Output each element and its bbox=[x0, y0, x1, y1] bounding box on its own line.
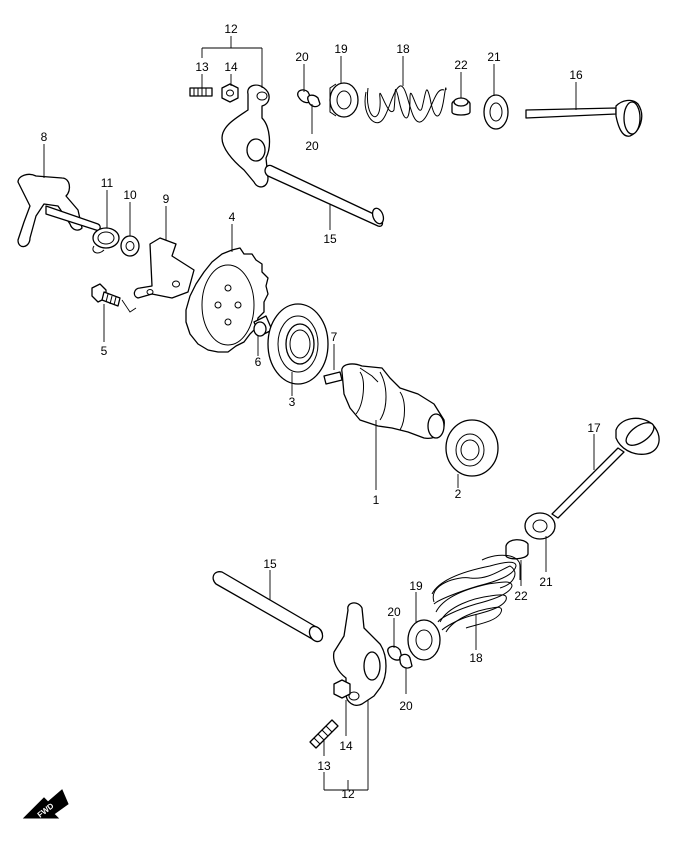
callout-13-bottom: 13 bbox=[317, 759, 331, 773]
adjust-screw-bottom bbox=[309, 719, 339, 749]
cam-sprocket bbox=[185, 247, 269, 353]
dowel-pin bbox=[253, 315, 273, 337]
callout-5: 5 bbox=[101, 344, 108, 358]
callout-20-top-a: 20 bbox=[295, 50, 309, 64]
callout-10: 10 bbox=[123, 188, 137, 202]
callout-18-top: 18 bbox=[396, 42, 410, 56]
decomp-lever bbox=[17, 173, 101, 248]
callout-15-top: 15 bbox=[323, 232, 337, 246]
thrust-washer bbox=[120, 235, 140, 257]
spring-seat-bottom bbox=[524, 512, 556, 540]
valve-spring-bottom bbox=[431, 554, 521, 633]
camshaft-bearing-right bbox=[267, 303, 329, 385]
camshaft-bearing-left bbox=[445, 419, 499, 477]
valve-cotter-top bbox=[297, 89, 321, 108]
camshaft bbox=[341, 363, 445, 439]
decomp-plate bbox=[133, 237, 195, 299]
callout-15-bottom: 15 bbox=[263, 557, 277, 571]
lock-nut-bottom bbox=[333, 679, 351, 699]
sprocket-bolt bbox=[91, 283, 121, 307]
rocker-shaft-top bbox=[264, 164, 385, 227]
callout-1: 1 bbox=[373, 493, 380, 507]
callout-3: 3 bbox=[289, 395, 296, 409]
callout-12-bottom: 12 bbox=[341, 787, 355, 801]
callout-19-top: 19 bbox=[334, 42, 348, 56]
return-spring bbox=[92, 227, 120, 254]
callout-4: 4 bbox=[229, 210, 236, 224]
exhaust-valve bbox=[551, 417, 660, 519]
callout-8: 8 bbox=[41, 130, 48, 144]
leader-lines bbox=[43, 36, 595, 791]
spring-seat-top bbox=[483, 94, 509, 130]
rocker-arm-top bbox=[221, 84, 271, 188]
spring-retainer-top bbox=[329, 82, 359, 118]
callout-2: 2 bbox=[455, 487, 462, 501]
callout-14-top: 14 bbox=[224, 60, 238, 74]
callout-22-bottom: 22 bbox=[514, 589, 528, 603]
callout-21-bottom: 21 bbox=[539, 575, 553, 589]
callout-18-bottom: 18 bbox=[469, 651, 483, 665]
callout-7: 7 bbox=[331, 330, 338, 344]
stem-seal-top bbox=[451, 97, 471, 116]
valve-cotter-bottom bbox=[387, 645, 413, 669]
callout-16: 16 bbox=[569, 68, 583, 82]
callout-20-bottom-a: 20 bbox=[387, 605, 401, 619]
callout-21-top: 21 bbox=[487, 50, 501, 64]
callout-6: 6 bbox=[255, 355, 262, 369]
callout-22-top: 22 bbox=[454, 58, 468, 72]
rocker-shaft-bottom bbox=[212, 571, 324, 643]
callout-20-top-b: 20 bbox=[305, 139, 319, 153]
callout-13-top: 13 bbox=[195, 60, 209, 74]
callout-9: 9 bbox=[163, 192, 170, 206]
locating-pin bbox=[323, 371, 343, 385]
fwd-arrow-icon: FWD bbox=[22, 789, 69, 820]
adjust-screw-top bbox=[189, 87, 213, 97]
callout-17: 17 bbox=[587, 421, 601, 435]
callout-14-bottom: 14 bbox=[339, 739, 353, 753]
callout-12-top: 12 bbox=[224, 22, 238, 36]
callout-19-bottom: 19 bbox=[409, 579, 423, 593]
lock-nut-top bbox=[221, 83, 239, 103]
callout-20-bottom-b: 20 bbox=[399, 699, 413, 713]
intake-valve bbox=[525, 99, 643, 137]
stem-seal-bottom bbox=[505, 539, 529, 560]
valve-spring-top bbox=[364, 85, 447, 124]
callout-labels: 12 13 14 20 20 19 18 22 21 16 8 11 10 9 … bbox=[41, 22, 601, 801]
spring-retainer-bottom bbox=[407, 619, 441, 661]
callout-11: 11 bbox=[101, 176, 114, 190]
